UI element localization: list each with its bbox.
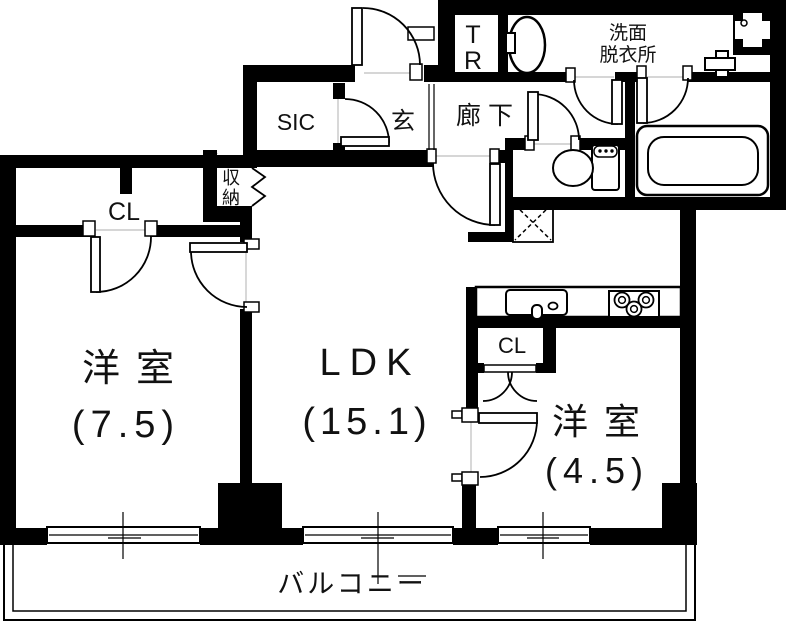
bedroom-right-size: (4.5) xyxy=(545,450,649,491)
hallway-label: 廊下 xyxy=(456,102,520,130)
wall-segment xyxy=(210,206,252,222)
wall-segment xyxy=(438,0,455,82)
wall-segment xyxy=(0,528,47,545)
wall-segment xyxy=(468,232,507,242)
balcony-label: バルコニー xyxy=(277,569,426,599)
window-living xyxy=(302,512,454,584)
closet-right-doors xyxy=(475,363,552,402)
wall-segment xyxy=(505,138,513,242)
wall-segment xyxy=(543,328,556,373)
washing-machine-icon xyxy=(505,15,547,75)
wall-segment xyxy=(200,528,303,545)
wall-segment xyxy=(150,225,243,237)
wall-segment xyxy=(466,317,696,328)
wall-segment xyxy=(505,197,786,210)
stove-icon xyxy=(608,290,660,318)
bathtub-icon xyxy=(635,124,770,197)
storage-label: 収納 xyxy=(222,168,240,208)
toilet-door xyxy=(524,91,581,152)
entrance-door xyxy=(351,7,435,81)
living-label: LDK xyxy=(320,342,421,384)
wall-segment xyxy=(203,150,217,222)
wall-segment xyxy=(243,65,257,167)
doors xyxy=(82,7,693,486)
bathroom-door xyxy=(636,65,693,124)
corner-marks xyxy=(1,1,786,545)
bedroom-right-door xyxy=(451,407,538,486)
wall-segment xyxy=(240,309,252,483)
walls xyxy=(0,0,786,545)
wall-segment xyxy=(240,222,252,242)
closet-left-label: CL xyxy=(108,198,140,226)
bedroom-left-label: 洋室 xyxy=(82,348,190,390)
kitchen-counter xyxy=(474,285,683,320)
wall-segment xyxy=(680,198,696,543)
meter-box-icon xyxy=(733,11,772,49)
washroom-door xyxy=(565,67,623,125)
balcony-railing xyxy=(3,545,696,621)
thresholds xyxy=(96,72,687,475)
wall-segment xyxy=(625,76,635,197)
wall-segment xyxy=(438,72,573,82)
wall-segment xyxy=(498,13,508,75)
faucet-icon xyxy=(704,50,736,78)
wall-segment xyxy=(733,47,770,55)
bedroom-right-label: 洋室 xyxy=(552,401,656,442)
shoe-closet-door xyxy=(340,98,390,147)
hallway-door xyxy=(426,148,501,226)
fixtures xyxy=(474,11,772,320)
wall-segment xyxy=(120,168,132,194)
entrance-label: 玄 xyxy=(391,108,415,135)
wall-segment xyxy=(0,155,16,545)
pipe-space-icon xyxy=(512,202,554,243)
wall-segment xyxy=(333,143,345,167)
closet-left-door xyxy=(82,220,158,293)
wall-segment xyxy=(0,155,257,168)
window-bedroom-right xyxy=(497,512,591,559)
wall-segment xyxy=(453,528,498,545)
closet-right-label: CL xyxy=(498,333,526,358)
entrance-step-line xyxy=(428,84,435,150)
windows xyxy=(46,512,591,584)
wall-segment xyxy=(770,0,786,210)
toilet-icon xyxy=(552,144,620,191)
bedroom-left-door xyxy=(189,238,260,313)
window-bedroom-left xyxy=(46,512,201,559)
wall-segment xyxy=(462,477,476,528)
wall-segment xyxy=(243,65,355,82)
wall-segment xyxy=(333,83,345,99)
wall-segment xyxy=(448,0,786,15)
living-size: (15.1) xyxy=(302,401,431,443)
kitchen-sink-icon xyxy=(505,289,568,320)
washroom-label-line2: 脱衣所 xyxy=(599,44,656,66)
washroom-label-line1: 洗面 xyxy=(609,22,647,44)
wall-segment xyxy=(16,225,90,237)
storage-accordion-door xyxy=(250,167,267,207)
bedroom-left-size: (7.5) xyxy=(72,404,180,446)
shoe-closet-label: SIC xyxy=(277,109,315,135)
